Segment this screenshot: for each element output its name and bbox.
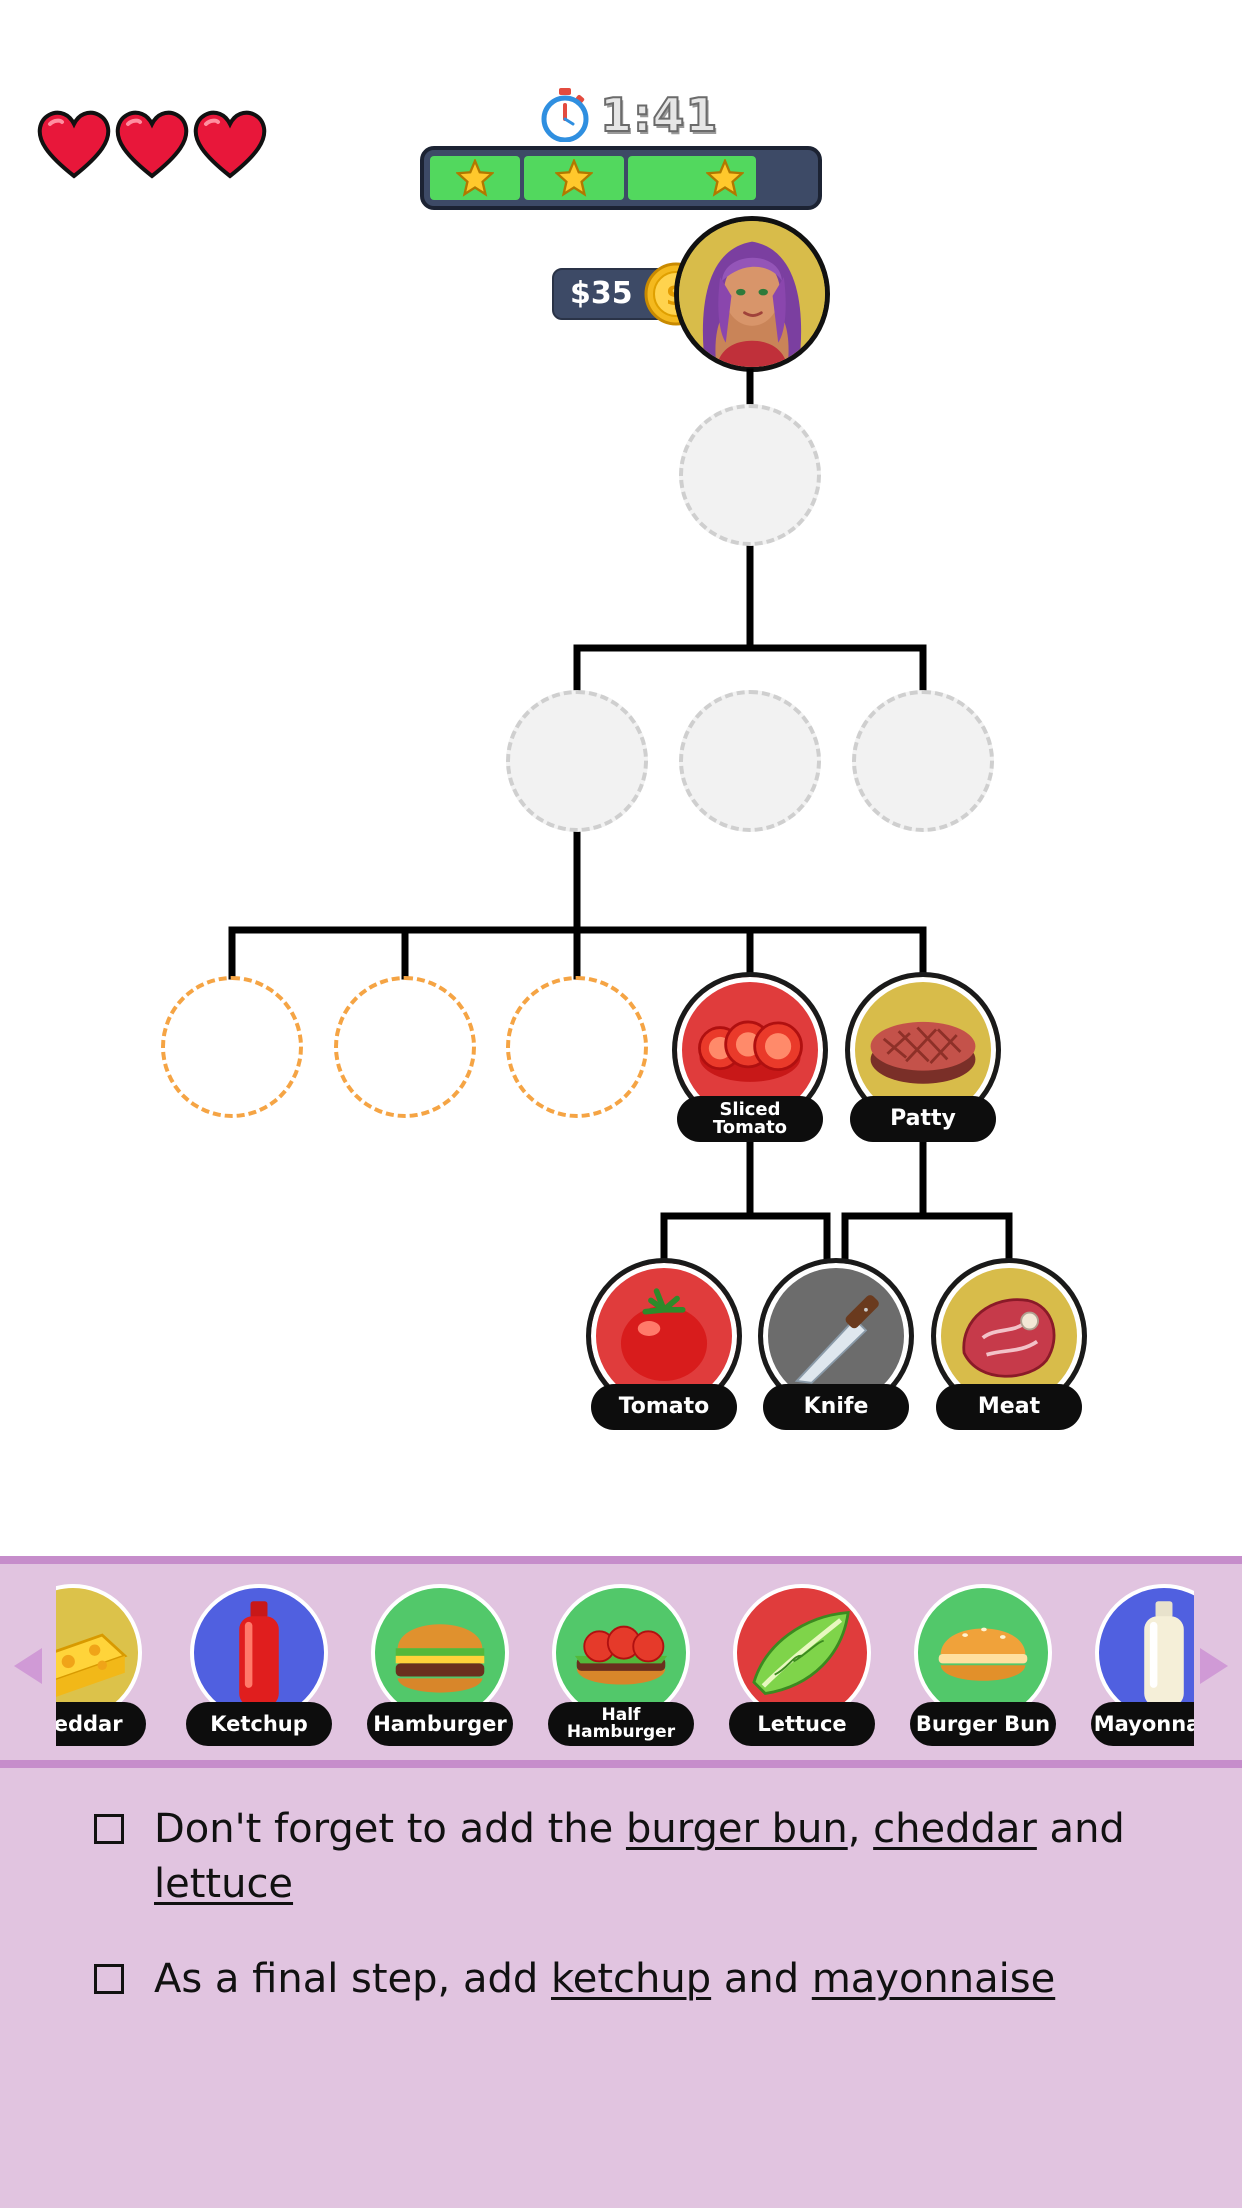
inventory-item-hamburger[interactable]: Hamburger [367, 1584, 513, 1746]
ingredient-link-cheddar[interactable]: cheddar [873, 1806, 1037, 1852]
progress-segment [524, 156, 624, 200]
timer-text: 1:41 [599, 87, 719, 143]
sliced-tomato-icon [698, 1020, 803, 1082]
ingredient-link-mayonnaise[interactable]: mayonnaise [811, 1956, 1056, 2002]
progress-segment [628, 156, 756, 200]
inventory-item-label: Cheddar [56, 1702, 146, 1746]
star-progress-bar [420, 146, 822, 210]
recipe-slot-empty[interactable] [679, 690, 821, 832]
heart-icon [115, 110, 189, 179]
objective-checkbox[interactable] [94, 1964, 124, 1994]
ingredient-link-lettuce[interactable]: lettuce [154, 1861, 294, 1907]
recipe-tree-connectors [228, 368, 1013, 1266]
inventory-item-label: Ketchup [186, 1702, 332, 1746]
patty-icon [870, 1021, 976, 1084]
customer-avatar [674, 216, 830, 372]
star-icon [456, 159, 494, 197]
money-amount: $35 [570, 276, 633, 311]
inventory-item-ketchup[interactable]: Ketchup [186, 1584, 332, 1746]
recipe-slot-pending[interactable] [506, 976, 648, 1118]
node-label-knife: Knife [763, 1384, 909, 1430]
recipe-slot-empty[interactable] [679, 404, 821, 546]
objective-text: Don't forget to add the burger bun, ched… [154, 1806, 1125, 1907]
inventory-item-burger-bun[interactable]: Burger Bun [910, 1584, 1056, 1746]
inventory-item-lettuce[interactable]: Lettuce [729, 1584, 875, 1746]
objective-text: As a final step, add ketchup and mayonna… [154, 1956, 1056, 2002]
scroll-right-arrow-icon[interactable] [1194, 1644, 1234, 1688]
mayonnaise-icon [1144, 1601, 1184, 1707]
node-label-tomato: Tomato [591, 1384, 737, 1430]
scroll-left-arrow-icon[interactable] [8, 1644, 48, 1688]
ingredient-link-burger-bun[interactable]: burger bun [625, 1806, 848, 1852]
inventory-item-label: Hamburger [367, 1702, 513, 1746]
meat-icon [962, 1298, 1056, 1378]
ingredient-inventory-bar: Cheddar Ketchup [0, 1556, 1242, 1768]
stopwatch-icon [541, 88, 589, 142]
node-label-meat: Meat [936, 1384, 1082, 1430]
timer: 1:41 [540, 86, 718, 144]
heart-icon [37, 110, 111, 179]
burger-bun-icon [938, 1627, 1028, 1681]
half-hamburger-icon [574, 1625, 668, 1685]
node-label-patty: Patty [850, 1096, 996, 1142]
lettuce-icon [752, 1610, 850, 1696]
inventory-scroll[interactable]: Cheddar Ketchup [56, 1564, 1194, 1760]
heart-icon [193, 110, 267, 179]
ingredient-link-ketchup[interactable]: ketchup [551, 1956, 712, 2002]
knife-icon [794, 1295, 879, 1384]
recipe-slot-empty[interactable] [506, 690, 648, 832]
inventory-item-cheddar[interactable]: Cheddar [56, 1584, 146, 1746]
tomato-icon [620, 1288, 708, 1381]
lives-display [36, 110, 271, 180]
progress-segment [430, 156, 520, 200]
hamburger-icon [395, 1624, 485, 1693]
inventory-item-label: Mayonnaise [1091, 1702, 1194, 1746]
recipe-slot-empty[interactable] [852, 690, 994, 832]
ketchup-icon [239, 1601, 279, 1707]
star-icon [706, 159, 744, 197]
star-icon [555, 159, 593, 197]
recipe-slot-pending[interactable] [161, 976, 303, 1118]
inventory-item-label: Burger Bun [910, 1702, 1056, 1746]
inventory-item-mayonnaise[interactable]: Mayonnaise [1091, 1584, 1194, 1746]
objective-checkbox[interactable] [94, 1814, 124, 1844]
inventory-item-label: Lettuce [729, 1702, 875, 1746]
recipe-slot-pending[interactable] [334, 976, 476, 1118]
objectives-panel: Don't forget to add the burger bun, ched… [0, 1768, 1242, 2208]
cheddar-icon [56, 1633, 128, 1697]
